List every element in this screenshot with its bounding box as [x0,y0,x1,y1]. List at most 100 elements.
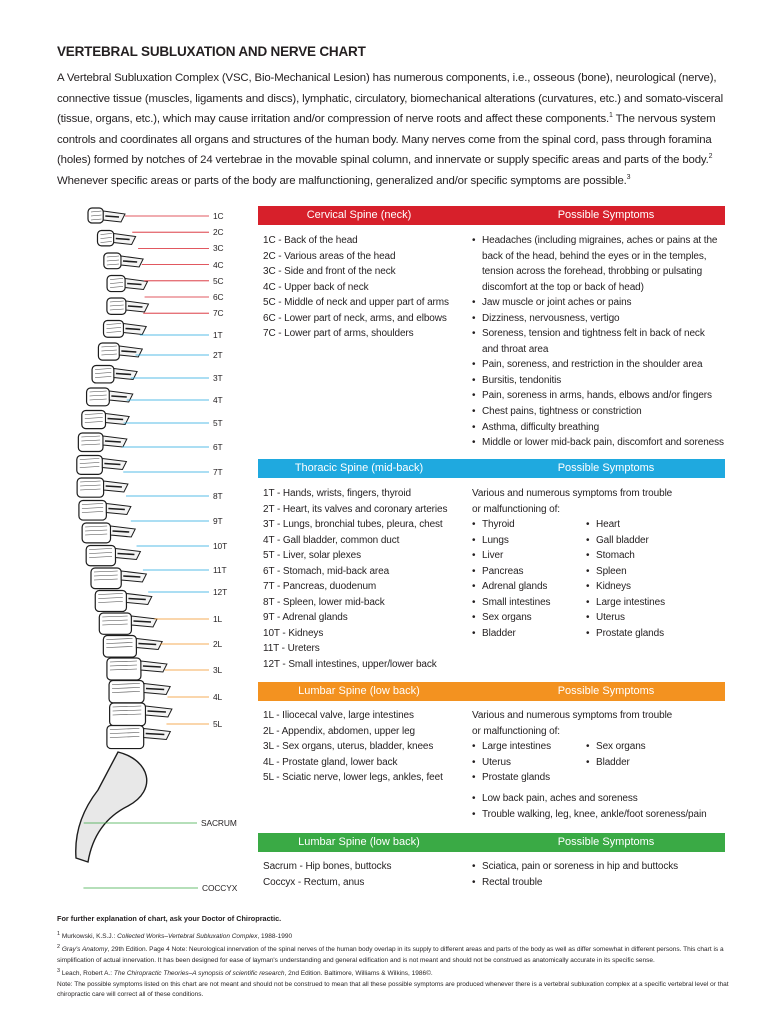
vertebra-hatch-line [106,255,120,258]
thoracic-intro-line-2: or malfunctioning of: [472,503,560,515]
spinous-process-line [127,282,142,286]
cervical-symptom-item: Chest pains, tightness or constriction [472,404,724,420]
vertebra-hatch-line [100,237,112,239]
level-label: 10T [213,541,228,551]
spinous-process-line [133,620,152,623]
sacral-symptom-item: Rectal trouble [472,875,678,891]
vertebra-hatch-line [93,578,118,581]
lumbar-organ-item: Large intestines [472,739,586,755]
thoracic-area-item: 3T - Lungs, bronchial tubes, pleura, che… [263,519,443,531]
spinous-process-line [147,710,166,713]
cervical-symptom-item: Middle or lower mid-back pain, discomfor… [472,435,724,451]
spinous-process-line [138,642,157,646]
vertebra-hatch-line [81,439,101,442]
lumbar-area-item: 5L - Sciatic nerve, lower legs, ankles, … [263,772,443,784]
vertebra-hatch-line [80,480,101,483]
level-label: 2T [213,350,223,360]
lumbar-organ-item: Uterus [472,755,586,771]
cervical-symptom-item: Bursitis, tendonitis [472,373,724,389]
thoracic-symptoms: Various and numerous symptoms from troub… [472,486,700,641]
thoracic-organ-item: Large intestines [586,595,700,611]
spinous-process-line [107,417,124,421]
footnote-2-number: 2 [57,944,61,951]
thoracic-organ-item: Lungs [472,533,586,549]
footnote-ref-3: 3 [626,174,631,182]
vertebra-hatch-line [98,597,123,599]
spinous-process-line [145,687,165,691]
doctor-note: For further explanation of chart, ask yo… [57,914,282,923]
lumbar-extra-symptoms: Low back pain, aches and sorenessTrouble… [472,791,707,822]
cervical-symptom-item: and throat area [482,343,549,355]
thoracic-header-symptoms: Possible Symptoms [557,462,655,474]
thoracic-organ-item: Bladder [472,626,586,642]
spinous-process-line [122,260,138,263]
vertebra-hatch-line [101,349,117,352]
footnote-1-number: 1 [57,931,61,937]
cervical-area-item: 4C - Upper back of neck [263,281,369,293]
cervical-symptom-item: tension across the forehead, throbbing o… [482,266,703,278]
vertebra-hatch-line [84,421,103,423]
level-label: 9T [213,516,223,526]
footnote-2-work: Gray's Anatomy [60,946,108,954]
spinous-process-line [108,507,125,511]
thoracic-area-item: 4T - Gall bladder, common duct [263,534,400,546]
vertebra-hatch-line [112,683,140,685]
spinous-process-line [123,575,141,578]
thoracic-organ-item: Small intestines [472,595,586,611]
vertebra-hatch-line [98,593,123,595]
vertebra-hatch-line [100,241,112,243]
cervical-header-symptoms: Possible Symptoms [557,209,655,221]
thoracic-intro-line-1: Various and numerous symptoms from troub… [472,488,673,499]
vertebra-hatch-line [81,503,104,505]
thoracic-organ-item: Prostate glands [586,626,700,642]
vertebra-hatch-line [112,705,142,708]
vertebra-hatch-line [79,462,100,464]
sacral-header-bar: Lumbar Spine (low back) Possible Symptom… [258,833,725,852]
lumbar-intro-line-1: Various and numerous symptoms from troub… [472,710,673,721]
spinous-process-line [104,462,121,466]
thoracic-organ-item: Spleen [586,564,700,580]
vertebra-hatch-line [109,736,140,738]
footnotes: 1 Murkowski, K.S.J.: Collected Works–Ver… [57,929,729,1000]
thoracic-organ-item: Gall bladder [586,533,700,549]
vertebra-hatch-line [89,394,107,397]
vertebra-body-shape [103,252,122,270]
cervical-symptom-item: Pain, soreness, and restriction in the s… [472,357,724,373]
vertebra-hatch-line [81,435,101,438]
cervical-area-item: 1C - Back of the head [263,235,358,246]
thoracic-area-item: 2T - Heart, its valves and coronary arte… [263,503,448,515]
cervical-symptom-item: back of the head, behind the eyes or in … [482,250,707,262]
lumbar-area-item: 1L - Iliocecal valve, large intestines [263,710,414,721]
vertebra-body-shape [106,297,127,315]
vertebra-hatch-line [89,398,107,401]
spinous-process-line [104,440,121,443]
level-label: 11T [213,565,227,575]
footnote-3-number: 3 [57,968,61,975]
lumbar-organs-col-a: Large intestinesUterusProstate glands [472,739,586,786]
vertebra-hatch-line [109,668,137,671]
lumbar-header-bar: Lumbar Spine (low back) Possible Symptom… [258,682,725,701]
level-label: 3C [213,243,224,254]
vertebra-body-shape [91,364,115,384]
vertebra-hatch-line [84,417,103,419]
spinous-process-line [105,485,122,488]
lumbar-intro-line-2: or malfunctioning of: [472,725,560,737]
level-label: 5C [213,275,224,286]
thoracic-area-item: 8T - Spleen, lower mid-back [263,596,385,608]
vertebra-hatch-line [106,642,133,644]
cervical-header-bar: Cervical Spine (neck) Possible Symptoms [258,206,725,225]
vertebra-hatch-line [102,615,128,618]
level-label: 1C [213,211,224,221]
level-label: 5L [213,719,223,729]
vertebra-hatch-line [95,368,112,370]
vertebra-hatch-line [102,619,128,622]
cervical-area-item: 6C - Lower part of neck, arms, and elbow… [263,312,447,324]
thoracic-organ-item: Heart [586,517,700,533]
spinous-process-line [105,215,120,218]
vertebra-body-shape [85,387,110,407]
lumbar-organs-col-b: Sex organsBladder [586,739,700,786]
spinous-process-line [112,530,130,533]
